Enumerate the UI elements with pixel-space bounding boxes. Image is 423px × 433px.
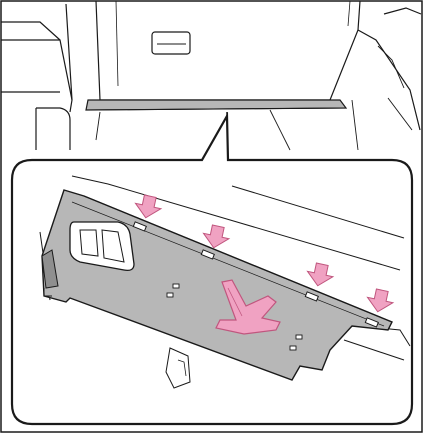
panel-hole-1: [173, 284, 179, 288]
panel-hole-4: [290, 346, 296, 350]
panel-hole-2: [167, 293, 173, 297]
panel-hole-3: [296, 335, 302, 339]
